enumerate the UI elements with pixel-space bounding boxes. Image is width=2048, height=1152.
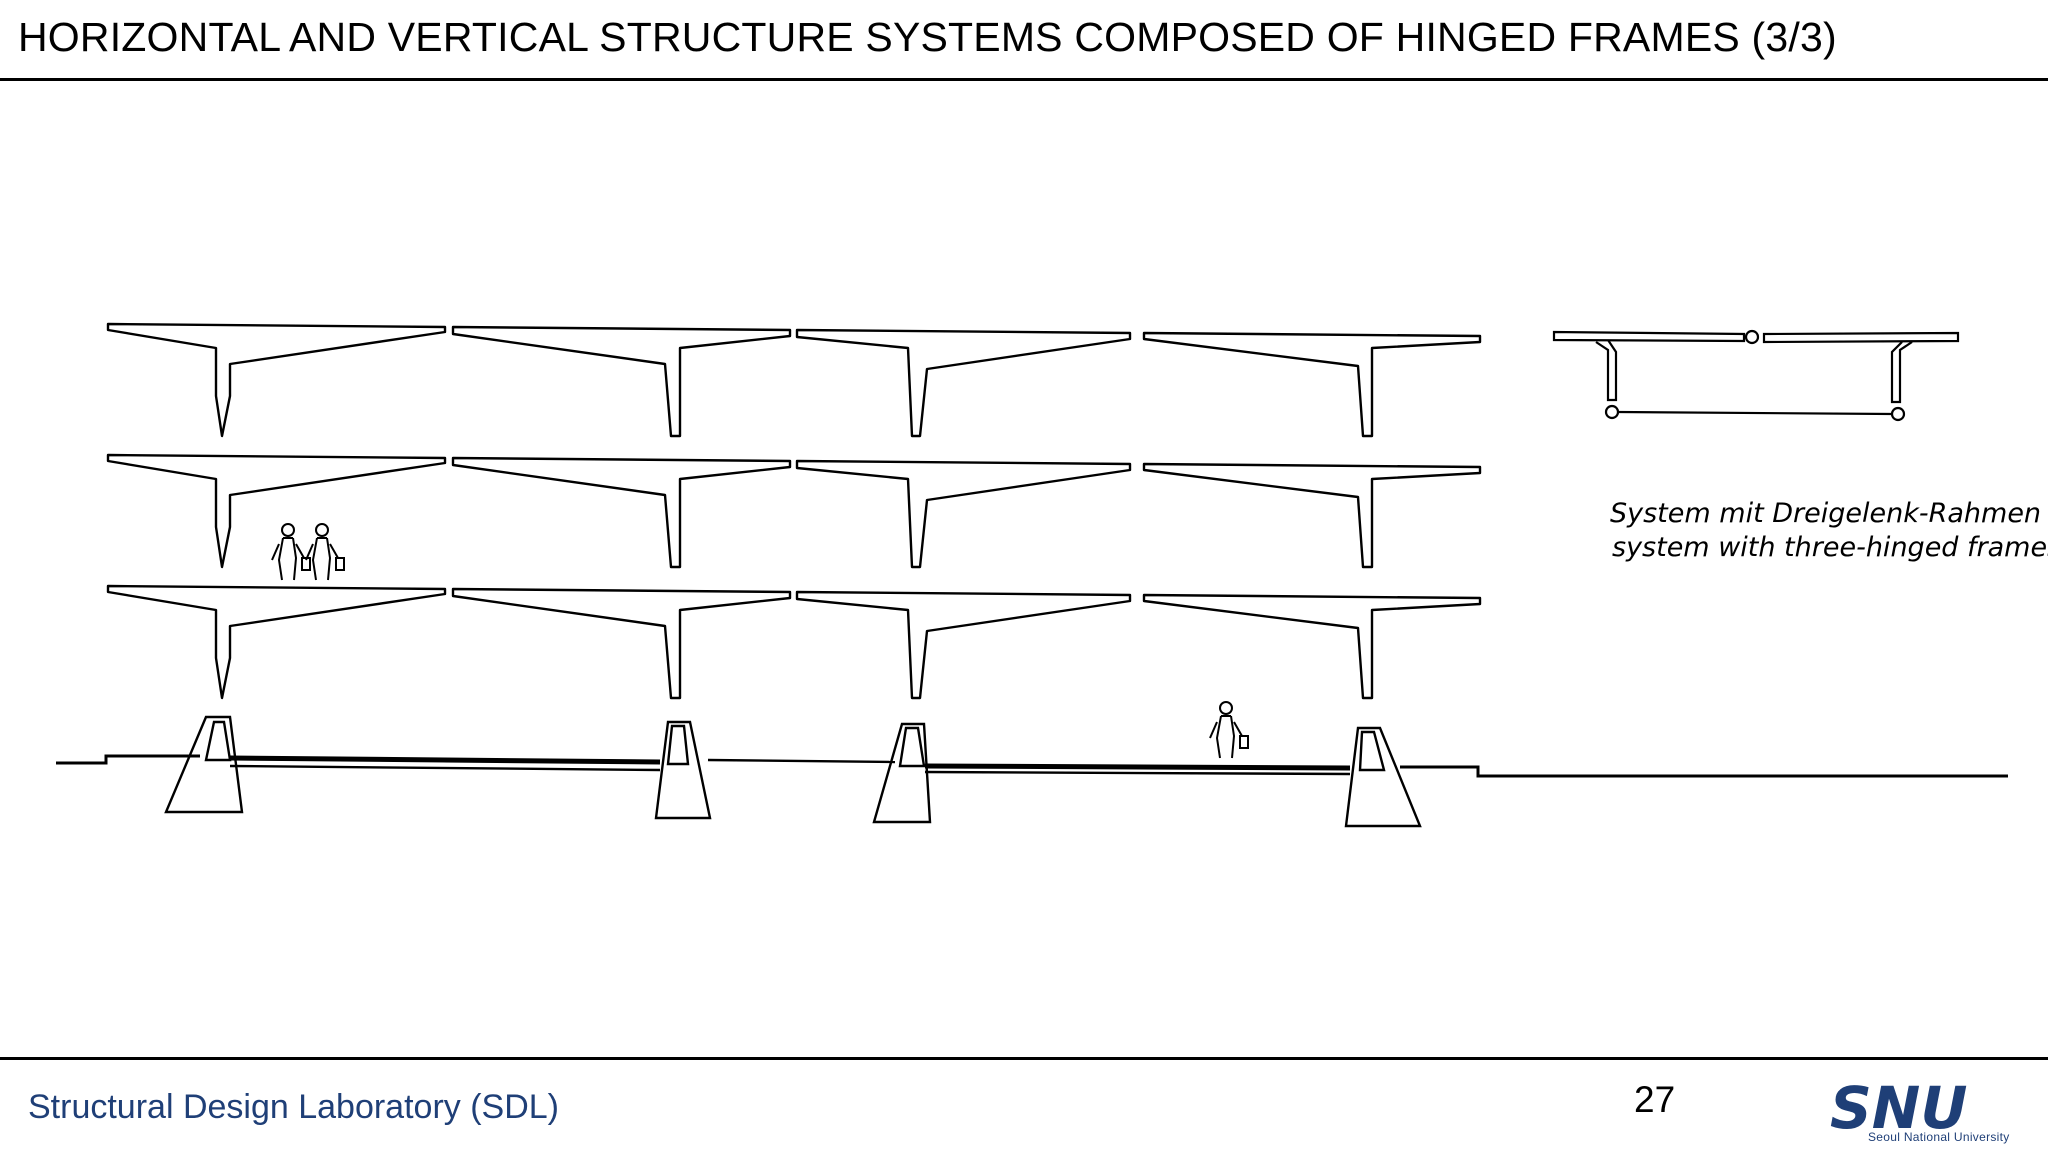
floor-level-1 [106, 322, 1482, 438]
slide-title: HORIZONTAL AND VERTICAL STRUCTURE SYSTEM… [18, 14, 1837, 60]
title-divider [0, 78, 2048, 81]
ground-and-foundations [56, 715, 2008, 828]
three-hinged-frame-scheme [1552, 329, 1960, 422]
footer-divider [0, 1057, 2048, 1060]
snu-logo: SNU [1830, 1074, 1967, 1142]
logo-wordmark: SNU [1830, 1074, 1967, 1142]
footer-lab-name: Structural Design Laboratory (SDL) [28, 1088, 560, 1126]
person-figures [271, 523, 1249, 759]
caption-english: system with three-hinged frames [1612, 532, 2048, 563]
page-number: 27 [1634, 1079, 1676, 1120]
caption-german: System mit Dreigelenk-Rahmen [1610, 498, 2041, 529]
logo-caption: Seoul National University [1868, 1130, 2010, 1144]
floor-level-3 [106, 584, 1482, 700]
